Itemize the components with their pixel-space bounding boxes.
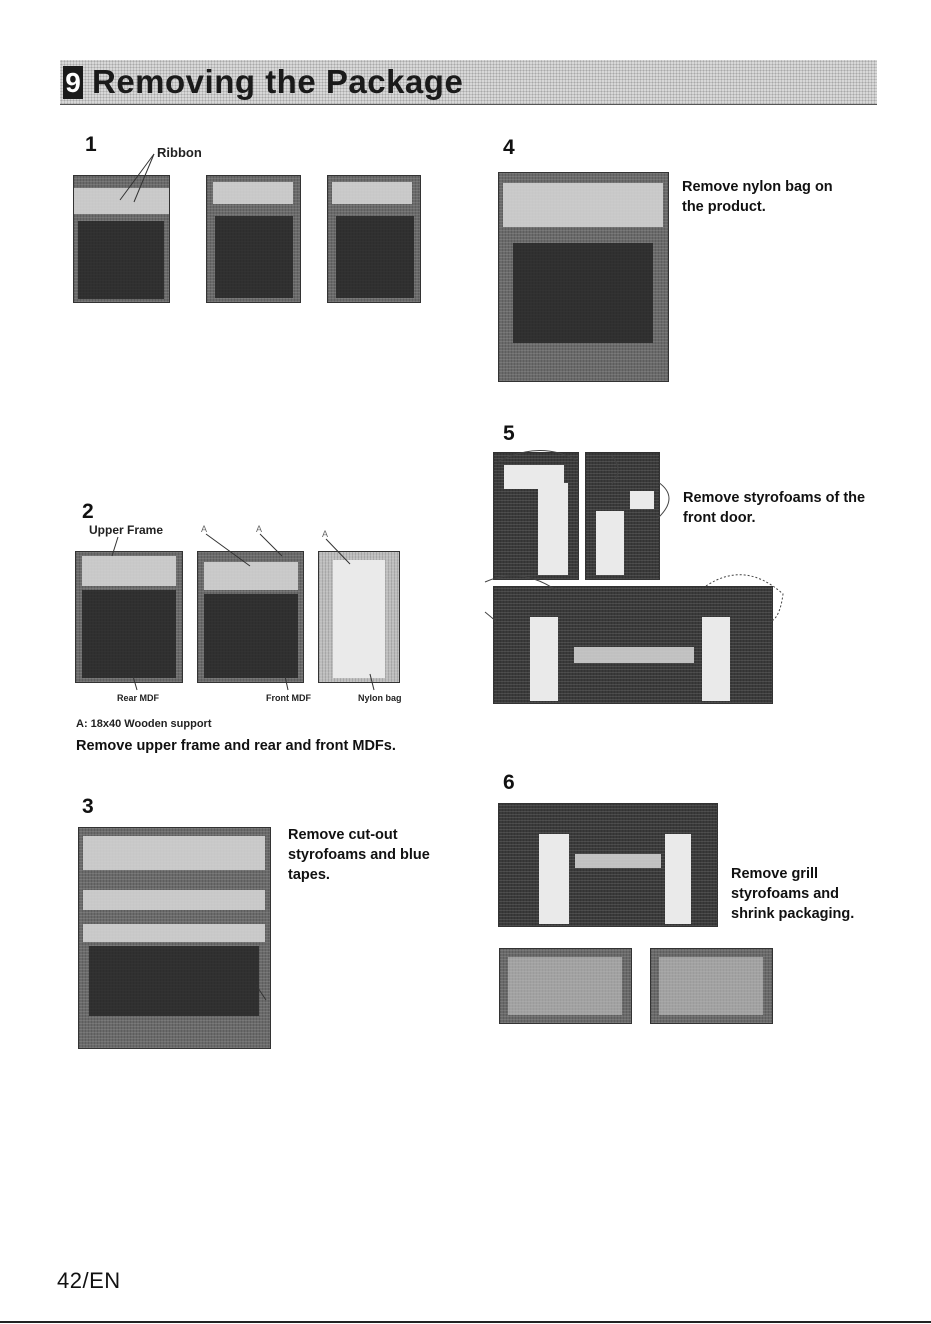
step-6-instruction: Remove grill styrofoams and shrink packa…	[731, 864, 854, 924]
step-2-label-a2: A	[256, 524, 263, 534]
step-1-photo-1	[73, 175, 170, 303]
step-4-instruction: Remove nylon bag on the product.	[682, 177, 833, 217]
step-5-photo-1	[493, 452, 579, 580]
step-6-photo-1	[498, 803, 718, 927]
step-4-instruction-line-2: the product.	[682, 199, 766, 215]
step-3-instruction-line-2: styrofoams and blue	[288, 847, 430, 863]
step-3-photo	[78, 827, 271, 1049]
step-3-number: 3	[82, 795, 94, 818]
step-1-number: 1	[85, 133, 97, 156]
step-6-instruction-line-1: Remove grill	[731, 866, 819, 882]
page-title: Removing the Package	[92, 63, 464, 100]
step-5-instruction-line-2: front door.	[683, 510, 756, 526]
step-3-instruction-line-3: tapes.	[288, 867, 330, 883]
section-number-badge: 9	[63, 66, 83, 99]
page-number: 42/EN	[57, 1268, 121, 1293]
bottom-rule	[0, 1321, 931, 1323]
step-5-number: 5	[503, 422, 515, 445]
step-2-front-mdf-label: Front MDF	[266, 693, 311, 703]
step-2-number: 2	[82, 500, 94, 523]
step-6-photo-3	[650, 948, 773, 1024]
step-4-photo	[498, 172, 669, 382]
step-2-upper-frame-label: Upper Frame	[89, 523, 164, 537]
step-1-photo-3	[327, 175, 421, 303]
section-header-bar	[60, 60, 877, 105]
step-2-instruction: Remove upper frame and rear and front MD…	[76, 738, 396, 754]
step-4-number: 4	[503, 136, 515, 159]
step-5-instruction-line-1: Remove styrofoams of the	[683, 490, 866, 506]
step-6-instruction-line-2: styrofoams and	[731, 886, 839, 902]
step-2-note: A: 18x40 Wooden support	[76, 718, 212, 730]
step-1-ribbon-label: Ribbon	[157, 145, 202, 160]
step-1-photo-2	[206, 175, 301, 303]
step-2-rear-mdf-label: Rear MDF	[117, 693, 160, 703]
step-5-photo-2	[585, 452, 660, 580]
step-5-photo-3	[493, 586, 773, 704]
step-2-photo-3	[318, 551, 400, 683]
step-2-label-a3: A	[322, 529, 329, 539]
step-3-instruction-line-1: Remove cut-out	[288, 827, 398, 843]
step-6-photo-2	[499, 948, 632, 1024]
step-4-instruction-line-1: Remove nylon bag on	[682, 179, 833, 195]
step-3-instruction: Remove cut-out styrofoams and blue tapes…	[288, 825, 430, 885]
step-6-instruction-line-3: shrink packaging.	[731, 906, 855, 922]
step-6-number: 6	[503, 771, 515, 794]
step-2-label-a1: A	[201, 524, 208, 534]
step-2-photo-1	[75, 551, 183, 683]
step-2-photo-2	[197, 551, 304, 683]
step-2-nylon-bag-label: Nylon bag	[358, 693, 402, 703]
step-5-instruction: Remove styrofoams of the front door.	[683, 488, 865, 528]
